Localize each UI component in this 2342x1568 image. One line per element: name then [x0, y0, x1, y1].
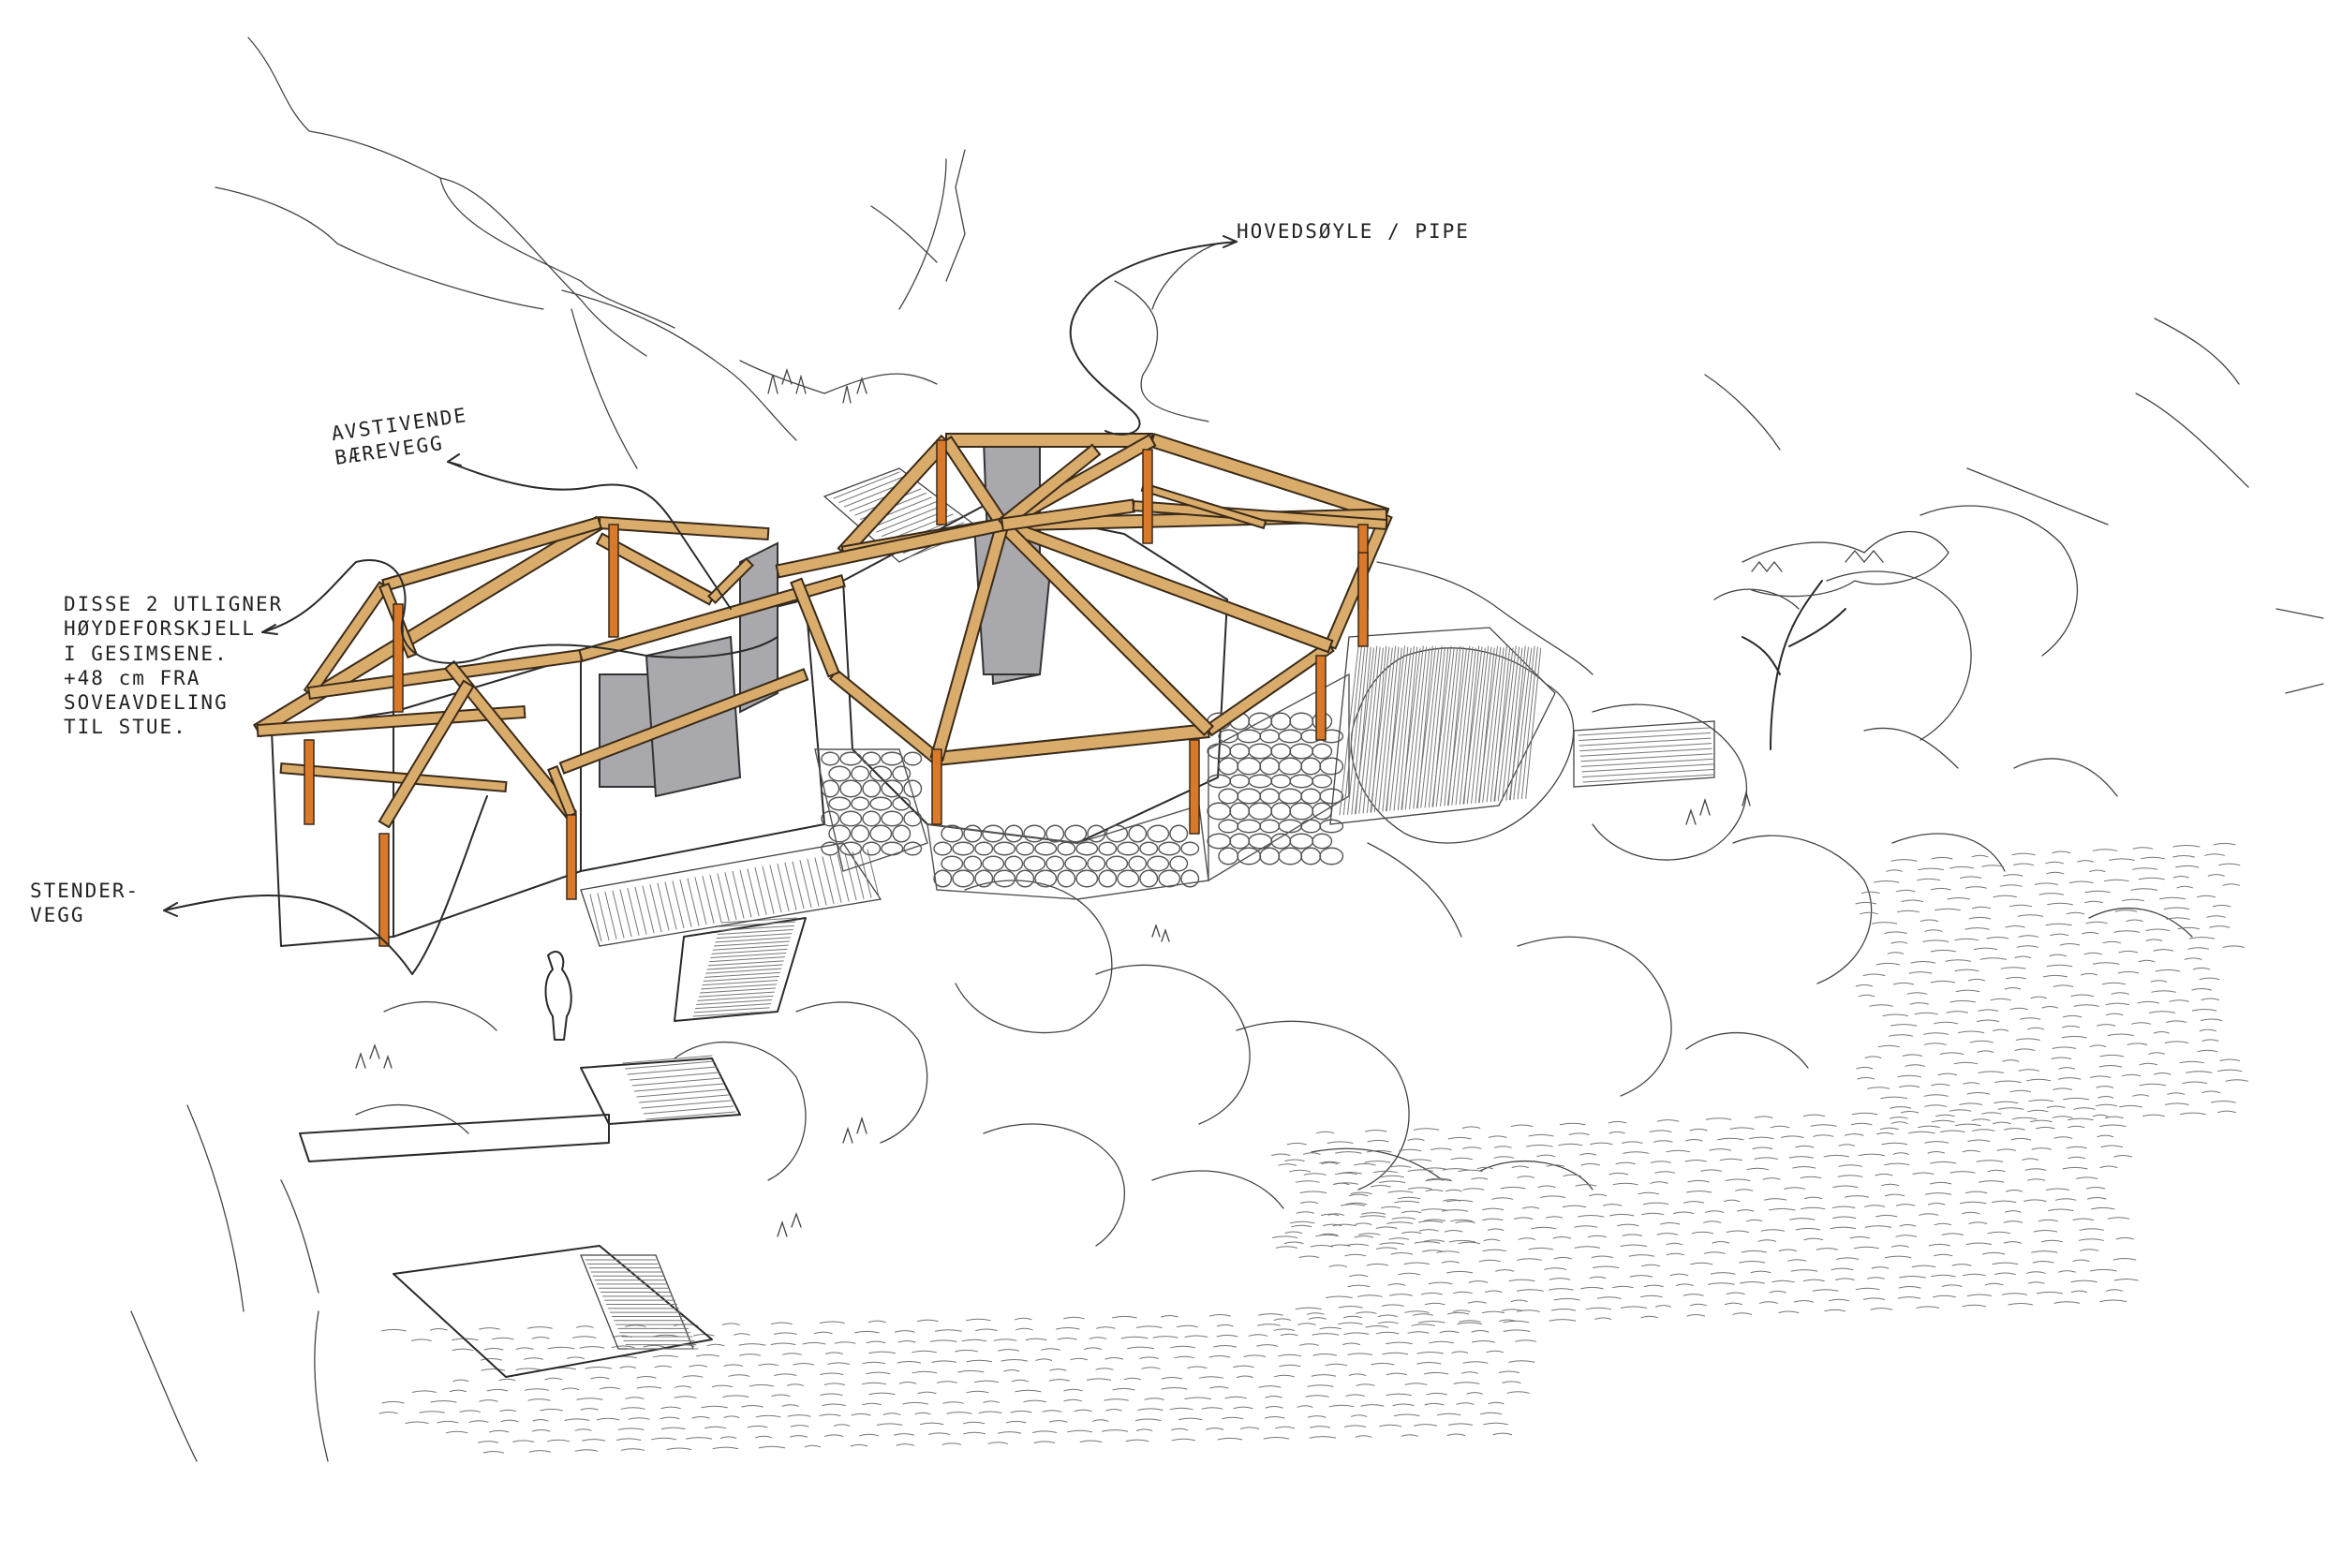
lower-stairs — [299, 917, 807, 1378]
leader-lines — [163, 235, 1238, 975]
tree — [1713, 531, 1949, 750]
water-hatch — [378, 842, 2249, 1454]
label-stender: STENDER- VEGG — [30, 880, 141, 927]
label-disse: DISSE 2 UTLIGNER HØYDEFORSKJELL I GESIMS… — [64, 593, 284, 739]
terrain-lines — [215, 37, 2324, 694]
cabin — [252, 433, 1715, 1041]
label-hovedsoyle: HOVEDSØYLE / PIPE — [1237, 220, 1470, 243]
vegetation — [355, 367, 1751, 1237]
